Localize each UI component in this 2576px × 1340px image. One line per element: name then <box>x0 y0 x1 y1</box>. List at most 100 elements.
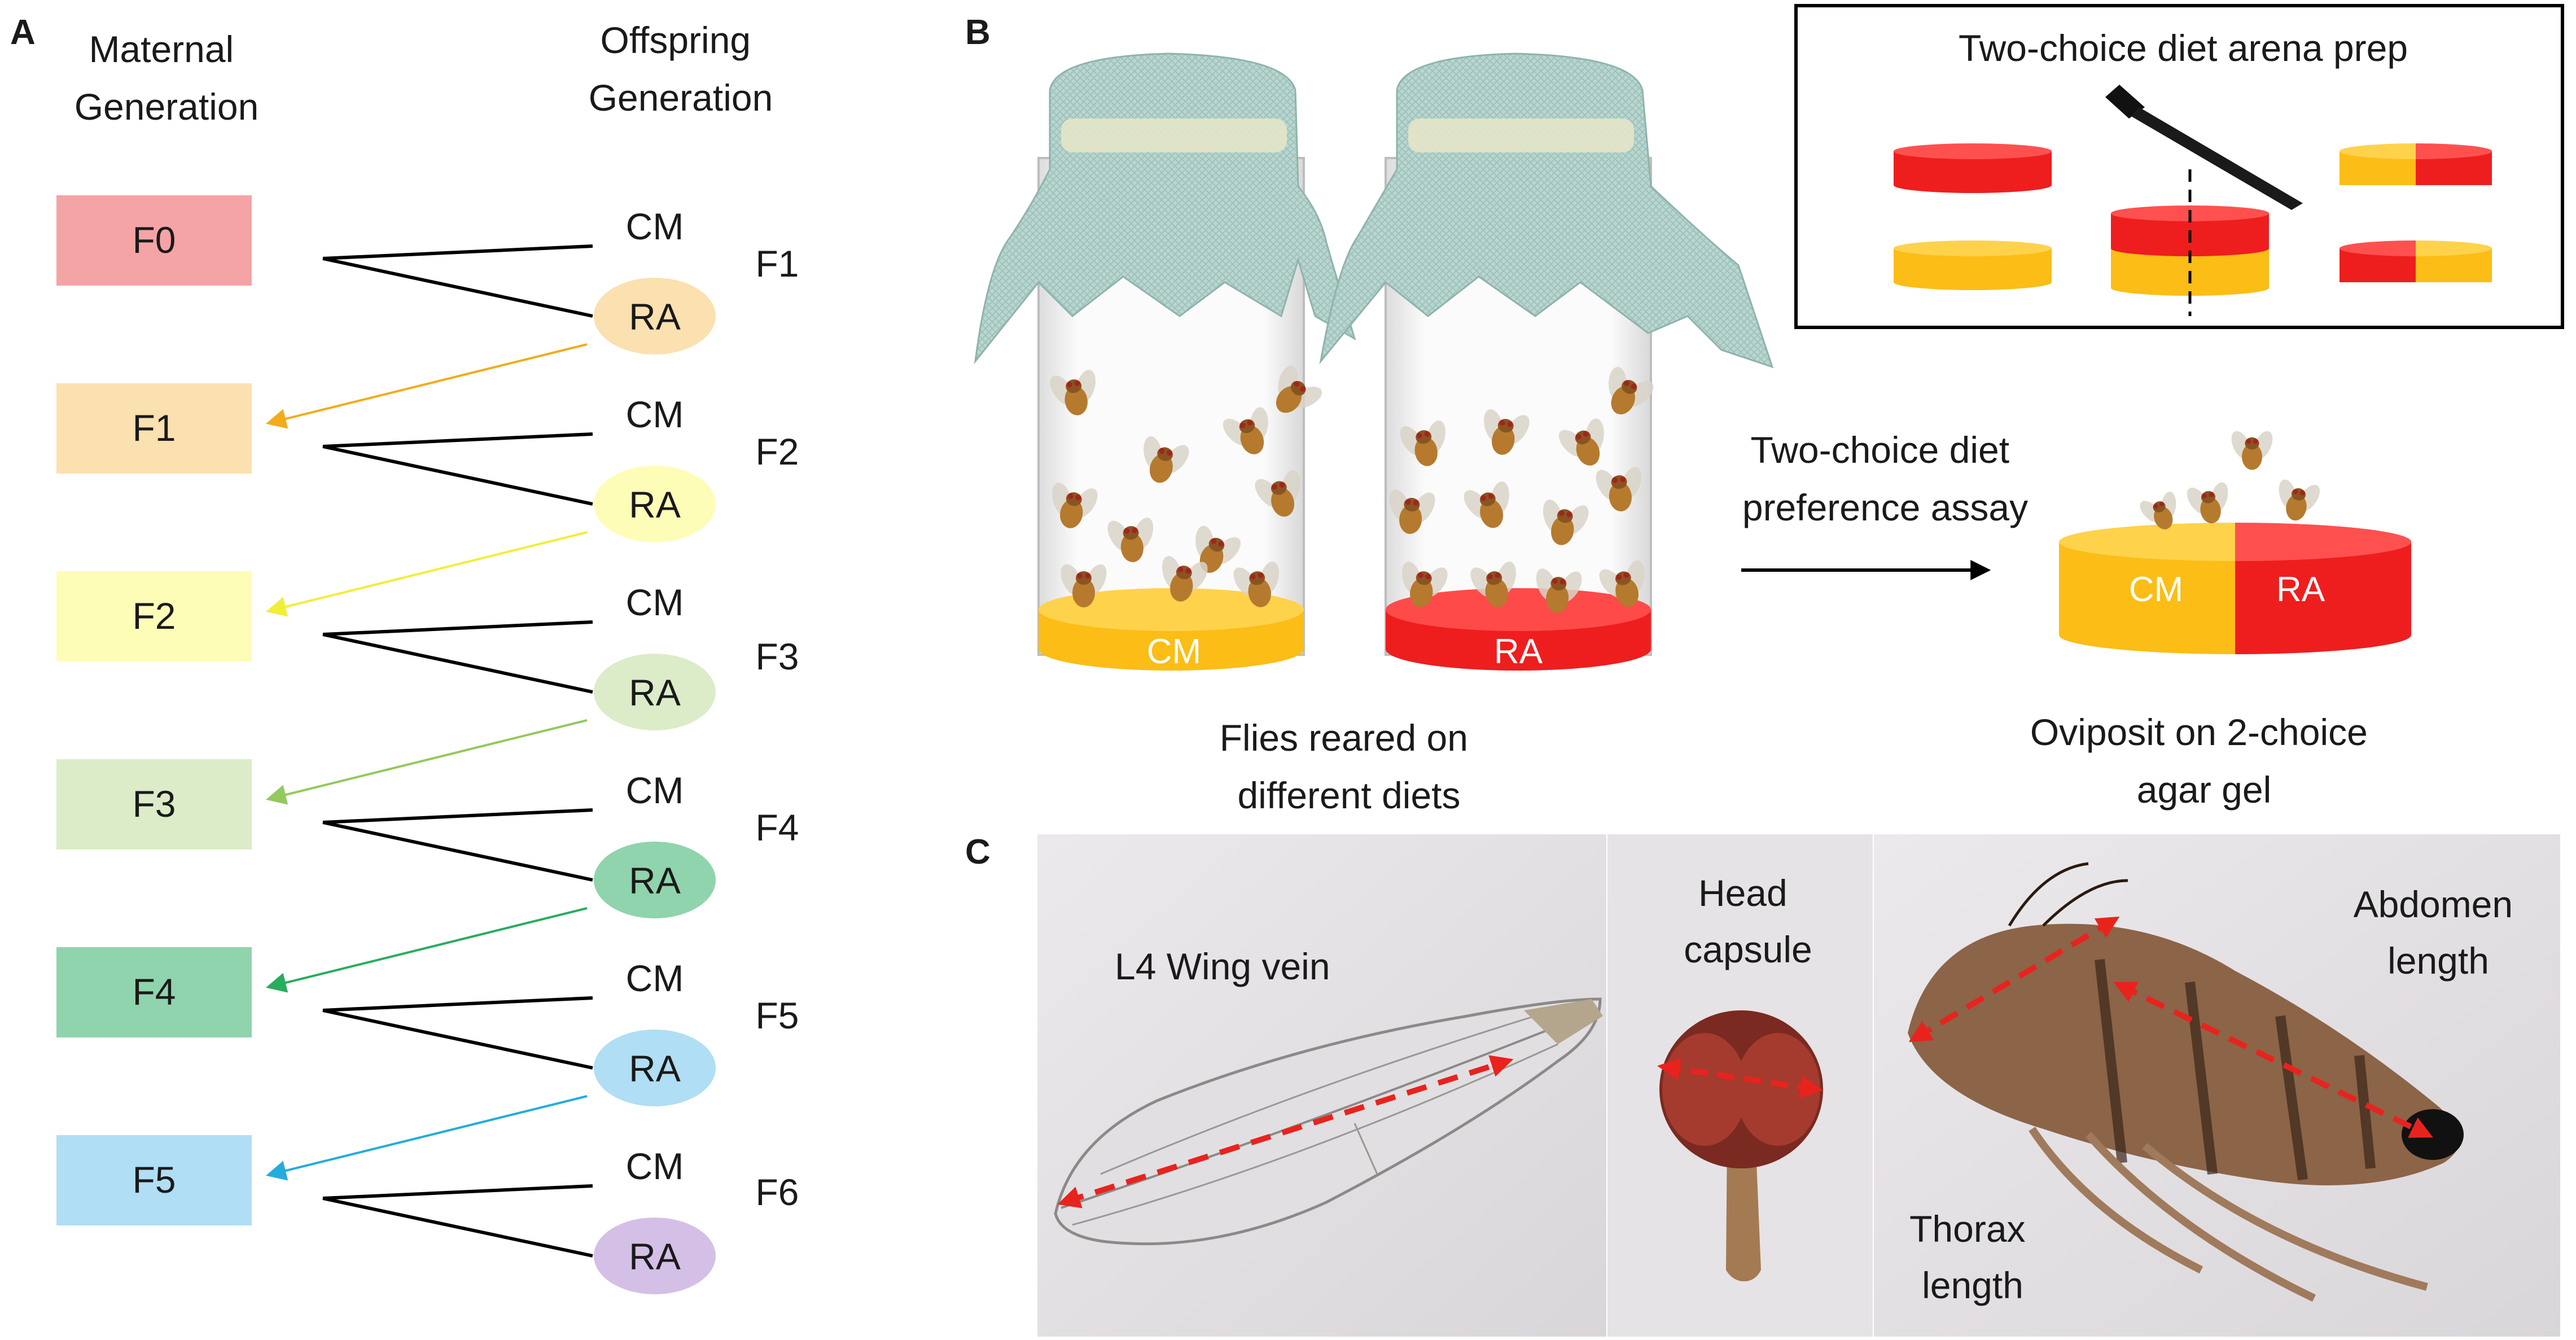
branch-line-cm <box>322 620 593 636</box>
panel-c: C L4 Wing vein Head capsule <box>965 833 2560 1337</box>
maternal-header-line1: Maternal <box>89 28 234 70</box>
offspring-ra-ellipse <box>594 278 716 354</box>
fly-icon <box>2140 492 2176 529</box>
branch-line-cm <box>322 1184 593 1200</box>
branch-line-ra <box>322 633 593 694</box>
fly-icon <box>1596 467 1642 511</box>
offspring-ra-ellipse <box>594 654 716 730</box>
svg-text:Flies reared on differen: Flies reared on different diets <box>1220 717 1479 816</box>
offspring-ra-label: RA <box>629 1048 681 1089</box>
arena-title: Two-choice diet arena prep <box>1959 27 2408 69</box>
offspring-cm-label: CM <box>626 581 684 623</box>
knife-icon <box>2105 85 2303 210</box>
offspring-cm-label: CM <box>626 1145 684 1187</box>
vial-cm-label: CM <box>1147 632 1201 671</box>
offspring-cm-label: CM <box>626 205 684 247</box>
panel-c-letter: C <box>965 833 991 872</box>
inheritance-arrow <box>266 531 588 617</box>
panel-b: B CM RA Flies reared on different diets <box>965 4 2564 816</box>
offspring-ra-ellipse <box>594 1030 716 1106</box>
abdomen-label-line1: Abdomen <box>2354 883 2513 925</box>
fly-icon <box>1162 556 1208 602</box>
disc-half-top <box>2340 143 2492 185</box>
vial-ra-label: RA <box>1494 632 1543 671</box>
offspring-generation-label: F4 <box>755 807 799 848</box>
abdomen-measure-arrow <box>2113 982 2433 1138</box>
abdomen-label-line2: length <box>2387 940 2489 982</box>
vial-flies <box>1050 365 1654 613</box>
inheritance-arrow <box>266 1095 588 1181</box>
offspring-cm-label: CM <box>626 957 684 999</box>
dish-cm-label: CM <box>2129 570 2183 609</box>
oviposit-caption-line2: agar gel <box>2137 769 2272 811</box>
fly-icon <box>1050 370 1096 415</box>
offspring-ra-label: RA <box>629 860 681 901</box>
offspring-ra-ellipse <box>594 842 716 918</box>
assay-label-line1: Two-choice diet <box>1751 429 2010 471</box>
branch-line-cm <box>322 244 593 260</box>
offspring-ra-ellipse <box>594 466 716 542</box>
maternal-label: F5 <box>132 1159 176 1201</box>
dish-flies <box>2140 431 2320 529</box>
branch-line-cm <box>322 808 593 824</box>
thorax-label-line1: Thorax <box>1909 1208 2025 1250</box>
inheritance-arrow <box>266 343 588 429</box>
wing-label: L4 Wing vein <box>1115 945 1330 987</box>
offspring-generation-label: F5 <box>755 995 799 1036</box>
offspring-cm-label: CM <box>626 393 684 435</box>
fly-icon <box>1484 409 1530 455</box>
generation-rows: F0F1F2F3F4F5CMRAF1CMRAF2CMRAF3CMRAF4CMRA… <box>56 195 799 1294</box>
body-photo: Abdomen length Thorax length <box>1874 834 2560 1337</box>
arena-prep-box: Two-choice diet arena prep <box>1794 4 2564 329</box>
panel-a-letter: A <box>10 13 36 52</box>
two-choice-dish: CM RA <box>2059 523 2411 654</box>
maternal-box-f2 <box>56 571 252 662</box>
svg-text:Maternal Generation: Maternal Generation <box>75 28 259 128</box>
maternal-header-line2: Generation <box>75 86 259 128</box>
branch-line-ra <box>322 1009 593 1070</box>
fly-icon <box>1223 407 1268 454</box>
disc-yellow-whole <box>1894 240 2052 290</box>
head-label-line2: capsule <box>1684 929 1812 970</box>
inheritance-arrow <box>266 719 588 805</box>
maternal-box-f3 <box>56 759 252 849</box>
branch-line-cm <box>322 432 593 448</box>
branch-line-ra <box>322 445 593 506</box>
offspring-ra-label: RA <box>629 296 681 338</box>
offspring-ra-label: RA <box>629 1236 681 1277</box>
offspring-header-line1: Offspring <box>601 19 751 61</box>
wing-measure-arrow <box>1057 1055 1514 1208</box>
thorax-label-line2: length <box>1922 1264 2023 1306</box>
maternal-label: F1 <box>132 407 176 449</box>
offspring-ra-label: RA <box>629 672 681 713</box>
vials-caption-line2: different diets <box>1237 774 1460 816</box>
fly-icon <box>1061 564 1107 607</box>
maternal-box-f4 <box>56 947 252 1037</box>
vials-caption-line1: Flies reared on <box>1220 717 1468 759</box>
rubber-band-ra <box>1408 119 1634 152</box>
branch-line-ra <box>322 257 593 318</box>
head-photo: Head capsule <box>1607 834 1873 1337</box>
fly-icon <box>1233 562 1279 607</box>
wing-photo: L4 Wing vein <box>1037 834 1606 1337</box>
fly-icon <box>1543 500 1589 545</box>
svg-text:Oviposit on 2-choice aga: Oviposit on 2-choice agar gel <box>2030 711 2378 811</box>
fly-icon <box>1052 483 1098 528</box>
offspring-generation-label: F1 <box>755 243 799 284</box>
fly-icon <box>1609 367 1654 415</box>
fly-icon <box>1470 562 1516 607</box>
offspring-generation-label: F3 <box>755 636 799 677</box>
fly-icon <box>2231 431 2273 470</box>
offspring-ra-ellipse <box>594 1218 716 1294</box>
inheritance-arrow <box>266 907 588 993</box>
maternal-box-f0 <box>56 195 252 286</box>
fly-icon <box>1536 568 1582 613</box>
maternal-label: F4 <box>132 971 176 1013</box>
maternal-label: F0 <box>132 219 176 261</box>
svg-text:Thorax length: Thorax length <box>1909 1208 2036 1306</box>
fly-icon <box>2187 482 2228 524</box>
thorax-measure-arrow <box>1908 916 2120 1043</box>
fly-icon <box>1464 481 1509 528</box>
branch-line-ra <box>322 1197 593 1258</box>
